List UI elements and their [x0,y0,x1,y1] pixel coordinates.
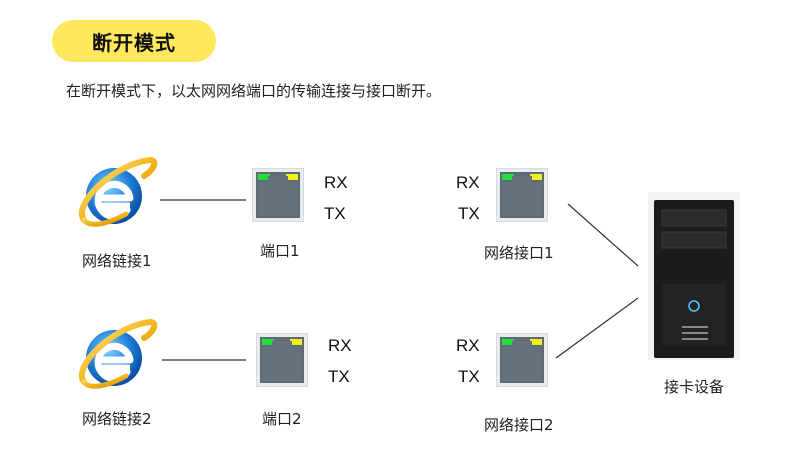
ethernet-port-icon [495,332,549,388]
ethernet-port-icon [251,167,305,223]
interface1-tx-label: TX [458,204,480,223]
mode-title: 断开模式 [92,30,176,55]
ethernet-port-icon [495,167,549,223]
port2-tx-label: TX [328,367,350,386]
client-label-1: 网络链接1 [82,252,152,270]
internet-explorer-icon [74,316,158,396]
mode-description: 在断开模式下，以太网网络端口的传输连接与接口断开。 [66,82,442,100]
port-label-1: 端口1 [260,242,300,260]
interface2-to-device-line [555,297,639,359]
port-label-2: 端口2 [262,410,302,428]
interface1-rx-label: RX [456,173,480,192]
interface2-rx-label: RX [456,336,480,355]
interface-label-1: 网络接口1 [484,244,554,262]
port1-rx-label: RX [324,173,348,192]
interface2-tx-label: TX [458,367,480,386]
internet-explorer-icon [74,154,158,234]
port1-tx-label: TX [324,204,346,223]
client-label-2: 网络链接2 [82,410,152,428]
device-label: 接卡设备 [664,378,725,396]
pc-tower-icon [648,192,740,360]
interface-label-2: 网络接口2 [484,416,554,434]
mode-title-badge: 断开模式 [52,20,216,62]
port2-rx-label: RX [328,336,352,355]
ethernet-port-icon [255,332,309,388]
interface1-to-device-line [567,203,639,267]
